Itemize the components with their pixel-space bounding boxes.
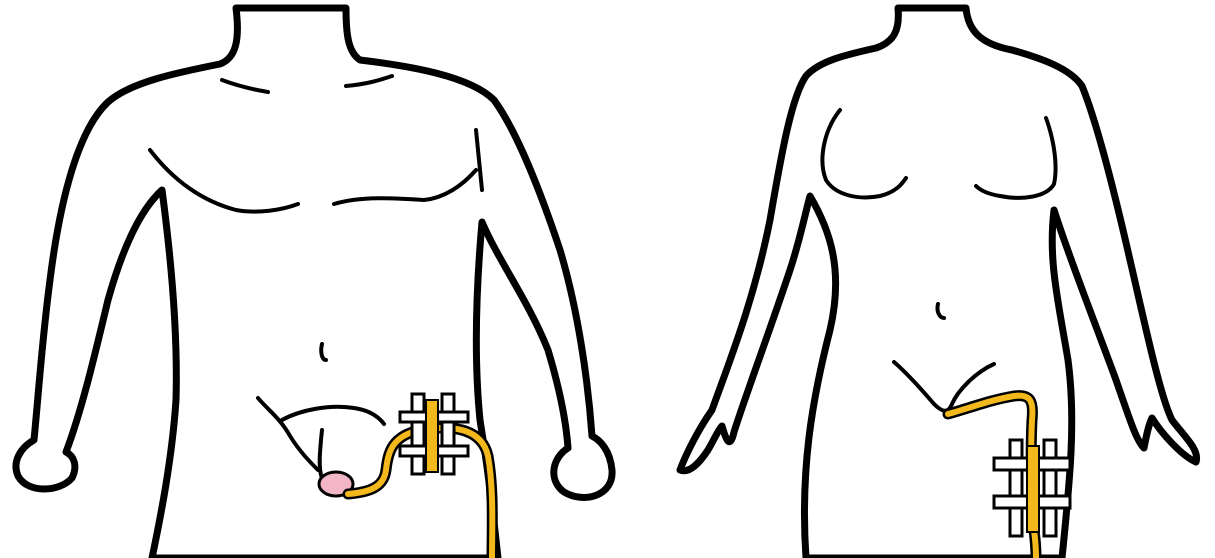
male-securement-post-right xyxy=(442,394,454,474)
female-left-breast xyxy=(822,110,906,197)
male-penis xyxy=(320,430,322,478)
female-securement-tube-section xyxy=(1027,446,1039,532)
male-pubic-shape xyxy=(282,407,384,424)
male-left-pec xyxy=(150,150,298,212)
male-right-clavicle xyxy=(346,76,392,86)
male-right-pec xyxy=(334,170,476,204)
male-securement-post-left xyxy=(412,394,424,474)
male-figure xyxy=(16,8,612,558)
male-securement-tube-section xyxy=(426,400,438,472)
female-figure xyxy=(680,8,1197,558)
female-catheter-securement-device xyxy=(994,440,1070,536)
female-body-silhouette xyxy=(680,8,1197,558)
male-left-clavicle xyxy=(222,80,268,92)
female-securement-post-left xyxy=(1010,440,1022,536)
male-body-silhouette xyxy=(16,8,612,558)
female-securement-post-right xyxy=(1044,440,1056,536)
male-navel xyxy=(321,344,326,360)
female-navel xyxy=(937,304,944,318)
female-right-breast xyxy=(976,118,1056,198)
male-right-armpit xyxy=(476,130,482,190)
